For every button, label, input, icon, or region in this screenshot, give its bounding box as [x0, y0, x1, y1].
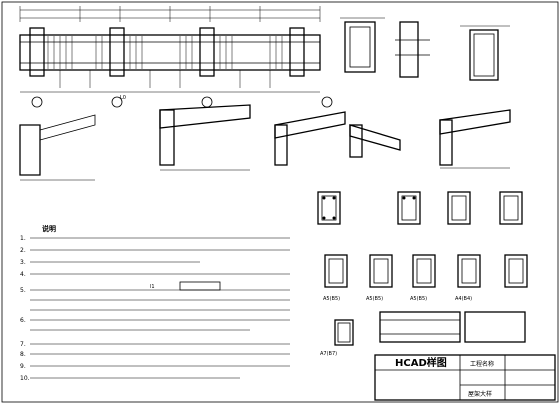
notes-heading: 说明: [42, 224, 56, 233]
dim-mark-l0: L0: [120, 95, 126, 101]
section-label-4: A4(B4): [455, 296, 472, 302]
section-label-3: A5(B5): [410, 296, 427, 302]
roof-beam-end-details: [19, 104, 511, 181]
cross-section-row: A5(B5) A5(B5) A5(B5) A4(B4) A7(B7): [317, 191, 528, 357]
title-block-project-label: 工程名称: [470, 360, 494, 368]
title-block-drawing-name: 屋架大样: [468, 390, 492, 398]
title-block-title: HCAD样图: [395, 356, 447, 369]
beam-elevation-detail: L0: [19, 6, 333, 108]
section-label-1: A5(B5): [323, 296, 340, 302]
note-marker-7: 7.: [20, 341, 26, 348]
note-marker-8: 8.: [20, 351, 26, 358]
column-detail-group: [340, 17, 510, 81]
section-label-2: A5(B5): [366, 296, 383, 302]
note-marker-4: 4.: [20, 271, 26, 278]
note-marker-6: 6.: [20, 317, 26, 324]
design-notes: 说明 1. 2. 3. 4. 5. 6. 7. 8. 9. 10. l1: [20, 224, 290, 382]
note-marker-3: 3.: [20, 259, 26, 266]
note-marker-2: 2.: [20, 247, 26, 254]
title-block: HCAD样图 工程名称 屋架大样: [374, 354, 556, 401]
section-label-5: A7(B7): [320, 351, 337, 357]
note-marker-9: 9.: [20, 363, 26, 370]
note-marker-1: 1.: [20, 235, 26, 242]
note-marker-5: 5.: [20, 287, 26, 294]
note-marker-10: 10.: [20, 375, 30, 382]
dim-mark-l1: l1: [150, 284, 155, 290]
